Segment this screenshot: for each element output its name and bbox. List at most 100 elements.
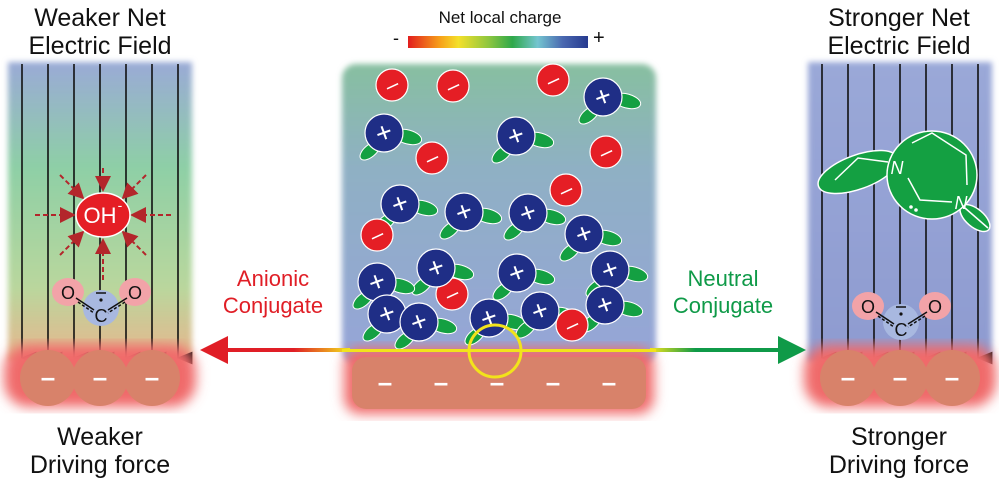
bond xyxy=(75,297,95,311)
left-title-line1: Weaker Net xyxy=(34,4,166,32)
anionic-conjugate-arrow xyxy=(200,336,350,364)
right-electrode-site xyxy=(872,350,928,406)
electrode-charge: – xyxy=(434,367,448,397)
neutral-arrowhead xyxy=(778,336,806,364)
right-electrode-charge: – xyxy=(841,362,855,392)
oxygen-label: O xyxy=(928,297,942,317)
solvation-arrow xyxy=(59,174,85,200)
right-electrode: – – – xyxy=(804,345,996,407)
left-bottom-line1: Weaker xyxy=(57,423,143,451)
cation xyxy=(585,285,625,325)
cation xyxy=(364,113,404,153)
carbon-label: C xyxy=(95,306,108,326)
lone-pair-dot xyxy=(909,205,913,209)
center-electrode xyxy=(352,357,646,409)
oxygen-label: O xyxy=(61,283,75,303)
ligand-bond xyxy=(834,157,889,181)
cation xyxy=(520,291,560,331)
cation xyxy=(564,214,604,254)
anionic-line1: Anionic xyxy=(236,266,310,291)
ligand-bond xyxy=(911,132,968,186)
bond xyxy=(907,311,928,325)
right-bottom-line2: Driving force xyxy=(828,451,970,479)
legend-max-label: + xyxy=(593,27,605,49)
electrode-charge: – xyxy=(546,367,560,397)
anionic-conjugate-label: Anionic Conjugate xyxy=(198,265,348,319)
anion xyxy=(549,173,583,207)
cation xyxy=(583,77,623,117)
carbon-lobe xyxy=(83,290,119,326)
left-title-line2: Electric Field xyxy=(28,32,172,60)
anion xyxy=(436,69,470,103)
center-electrode-charges: – – – – – xyxy=(378,367,616,397)
electrode-charge: – xyxy=(602,367,616,397)
anionic-line2: Conjugate xyxy=(222,293,324,318)
right-driving-force-label: Stronger Driving force xyxy=(799,423,999,479)
cation xyxy=(416,248,456,288)
oxygen-lobe xyxy=(852,292,884,320)
highlight-ring xyxy=(467,323,523,379)
right-panel: – – – N N O O C xyxy=(804,62,996,407)
oh-ion-circle xyxy=(75,192,131,238)
left-bottom-line2: Driving force xyxy=(29,451,171,479)
electrode-charge: – xyxy=(378,367,392,397)
interface-line xyxy=(342,349,656,352)
left-electrode-charge: – xyxy=(41,362,55,392)
oxygen-label: O xyxy=(128,283,142,303)
anion xyxy=(555,308,589,342)
anion xyxy=(360,218,394,252)
cation xyxy=(444,192,484,232)
left-electrode-site xyxy=(72,350,128,406)
center-panel: – – – – – –––––––––++++++++++++++++ xyxy=(342,63,656,414)
solvation-arrow xyxy=(59,230,85,256)
neutral-conjugate-label: Neutral Conjugate xyxy=(648,265,798,319)
oh-label: OH xyxy=(84,203,117,228)
oh-charge: - xyxy=(118,197,123,213)
right-electrode-site xyxy=(924,350,980,406)
neutral-arrow-shaft xyxy=(650,348,780,352)
cation xyxy=(496,116,536,156)
right-co2-molecule: O O C xyxy=(852,292,951,340)
left-electrode-site xyxy=(124,350,180,406)
lone-electron xyxy=(99,298,103,302)
oxygen-label: O xyxy=(861,297,875,317)
left-electrode-charge: – xyxy=(145,362,159,392)
anion xyxy=(536,63,570,97)
bond xyxy=(875,311,895,325)
bond xyxy=(107,301,126,314)
ligand-bond xyxy=(907,177,953,203)
legend-color-bar xyxy=(408,36,588,48)
cation xyxy=(508,193,548,233)
left-field-title: Weaker Net Electric Field xyxy=(0,4,200,60)
neutral-conjugate-arrow xyxy=(650,336,806,364)
anion xyxy=(375,68,409,102)
left-electrode-site xyxy=(20,350,76,406)
legend-title: Net local charge xyxy=(438,8,562,27)
carbon-lobe xyxy=(883,304,919,340)
anion xyxy=(415,141,449,175)
legend-min-label: - xyxy=(393,28,399,48)
solvation-arrow xyxy=(121,174,147,200)
right-electrode-charge: – xyxy=(945,362,959,392)
right-electrode-site xyxy=(820,350,876,406)
anion xyxy=(589,135,623,169)
bond xyxy=(877,315,895,328)
nitrogen-label: N xyxy=(955,193,969,213)
left-electrode: – – – xyxy=(4,345,196,407)
hydroxide-ion: OH - xyxy=(35,168,171,280)
right-field-title: Stronger Net Electric Field xyxy=(799,4,999,60)
anionic-arrow-shaft xyxy=(225,348,350,352)
left-driving-force-label: Weaker Driving force xyxy=(0,423,200,479)
left-co2-molecule: O O C xyxy=(52,278,151,326)
cation xyxy=(380,184,420,224)
cation xyxy=(399,302,439,342)
anionic-arrowhead xyxy=(200,336,228,364)
oxygen-lobe xyxy=(119,278,151,306)
cation xyxy=(497,253,537,293)
solvation-arrow xyxy=(121,230,147,256)
right-electrode-charge: – xyxy=(893,362,907,392)
ligand-bond xyxy=(964,207,989,229)
bond xyxy=(107,297,128,311)
right-title-line1: Stronger Net xyxy=(828,4,970,32)
